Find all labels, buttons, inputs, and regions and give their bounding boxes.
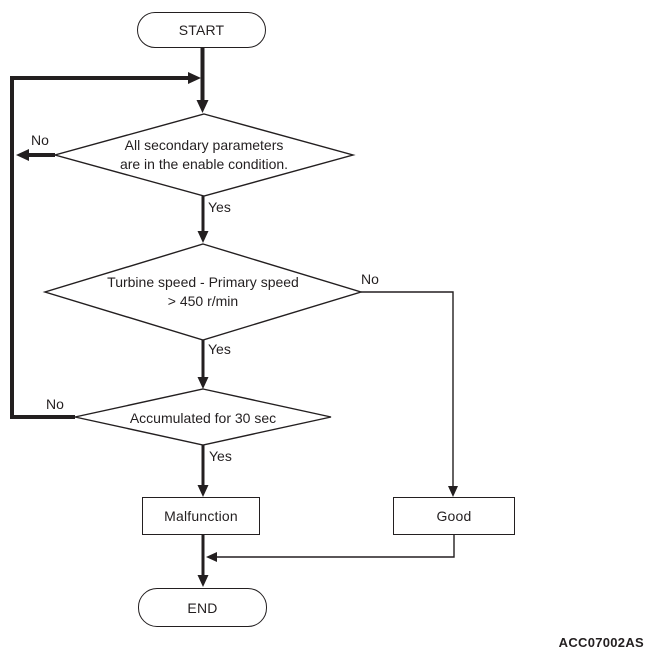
good-label: Good	[436, 508, 472, 524]
start-node: START	[137, 12, 266, 48]
malfunction-label: Malfunction	[164, 508, 238, 524]
end-label: END	[187, 599, 218, 616]
figure-code-caption: ACC07002AS	[558, 635, 644, 650]
loopback-arrowhead-right	[188, 72, 201, 84]
decision1-line1: All secondary parameters	[124, 137, 284, 153]
decision1-yes-label: Yes	[208, 199, 231, 215]
malfunction-node: Malfunction	[142, 497, 260, 535]
decision1-no-arrowhead	[16, 149, 29, 161]
decision3-yes-arrowhead	[197, 485, 209, 497]
decision1-no-label: No	[31, 132, 49, 148]
decision2-no-connector	[361, 291, 454, 487]
decision2-line2: > 450 r/min	[167, 293, 239, 309]
decision1-line2: are in the enable condition.	[119, 156, 289, 172]
decision2-text: Turbine speed - Primary speed > 450 r/mi…	[53, 273, 353, 311]
decision3-text: Accumulated for 30 sec	[53, 409, 353, 428]
decision3-yes-label: Yes	[209, 448, 232, 464]
good-node: Good	[393, 497, 515, 535]
start-label: START	[178, 22, 225, 38]
malfunction-to-end-arrowhead	[197, 575, 209, 587]
start-to-decision1-arrowhead	[196, 100, 209, 113]
decision2-no-arrowhead	[448, 486, 458, 497]
end-node: END	[138, 588, 267, 627]
decision3-no-label: No	[46, 396, 64, 412]
decision2-yes-label: Yes	[208, 341, 231, 357]
decision2-yes-arrowhead	[197, 377, 209, 389]
decision2-line1: Turbine speed - Primary speed	[107, 274, 299, 290]
loopback-connector	[10, 76, 189, 419]
decision3-label: Accumulated for 30 sec	[129, 410, 277, 426]
good-merge-arrowhead	[206, 552, 217, 562]
decision2-no-label: No	[361, 271, 379, 287]
good-merge-connector	[216, 534, 455, 558]
decision1-yes-arrowhead	[197, 231, 209, 243]
decision1-text: All secondary parameters are in the enab…	[54, 136, 354, 174]
